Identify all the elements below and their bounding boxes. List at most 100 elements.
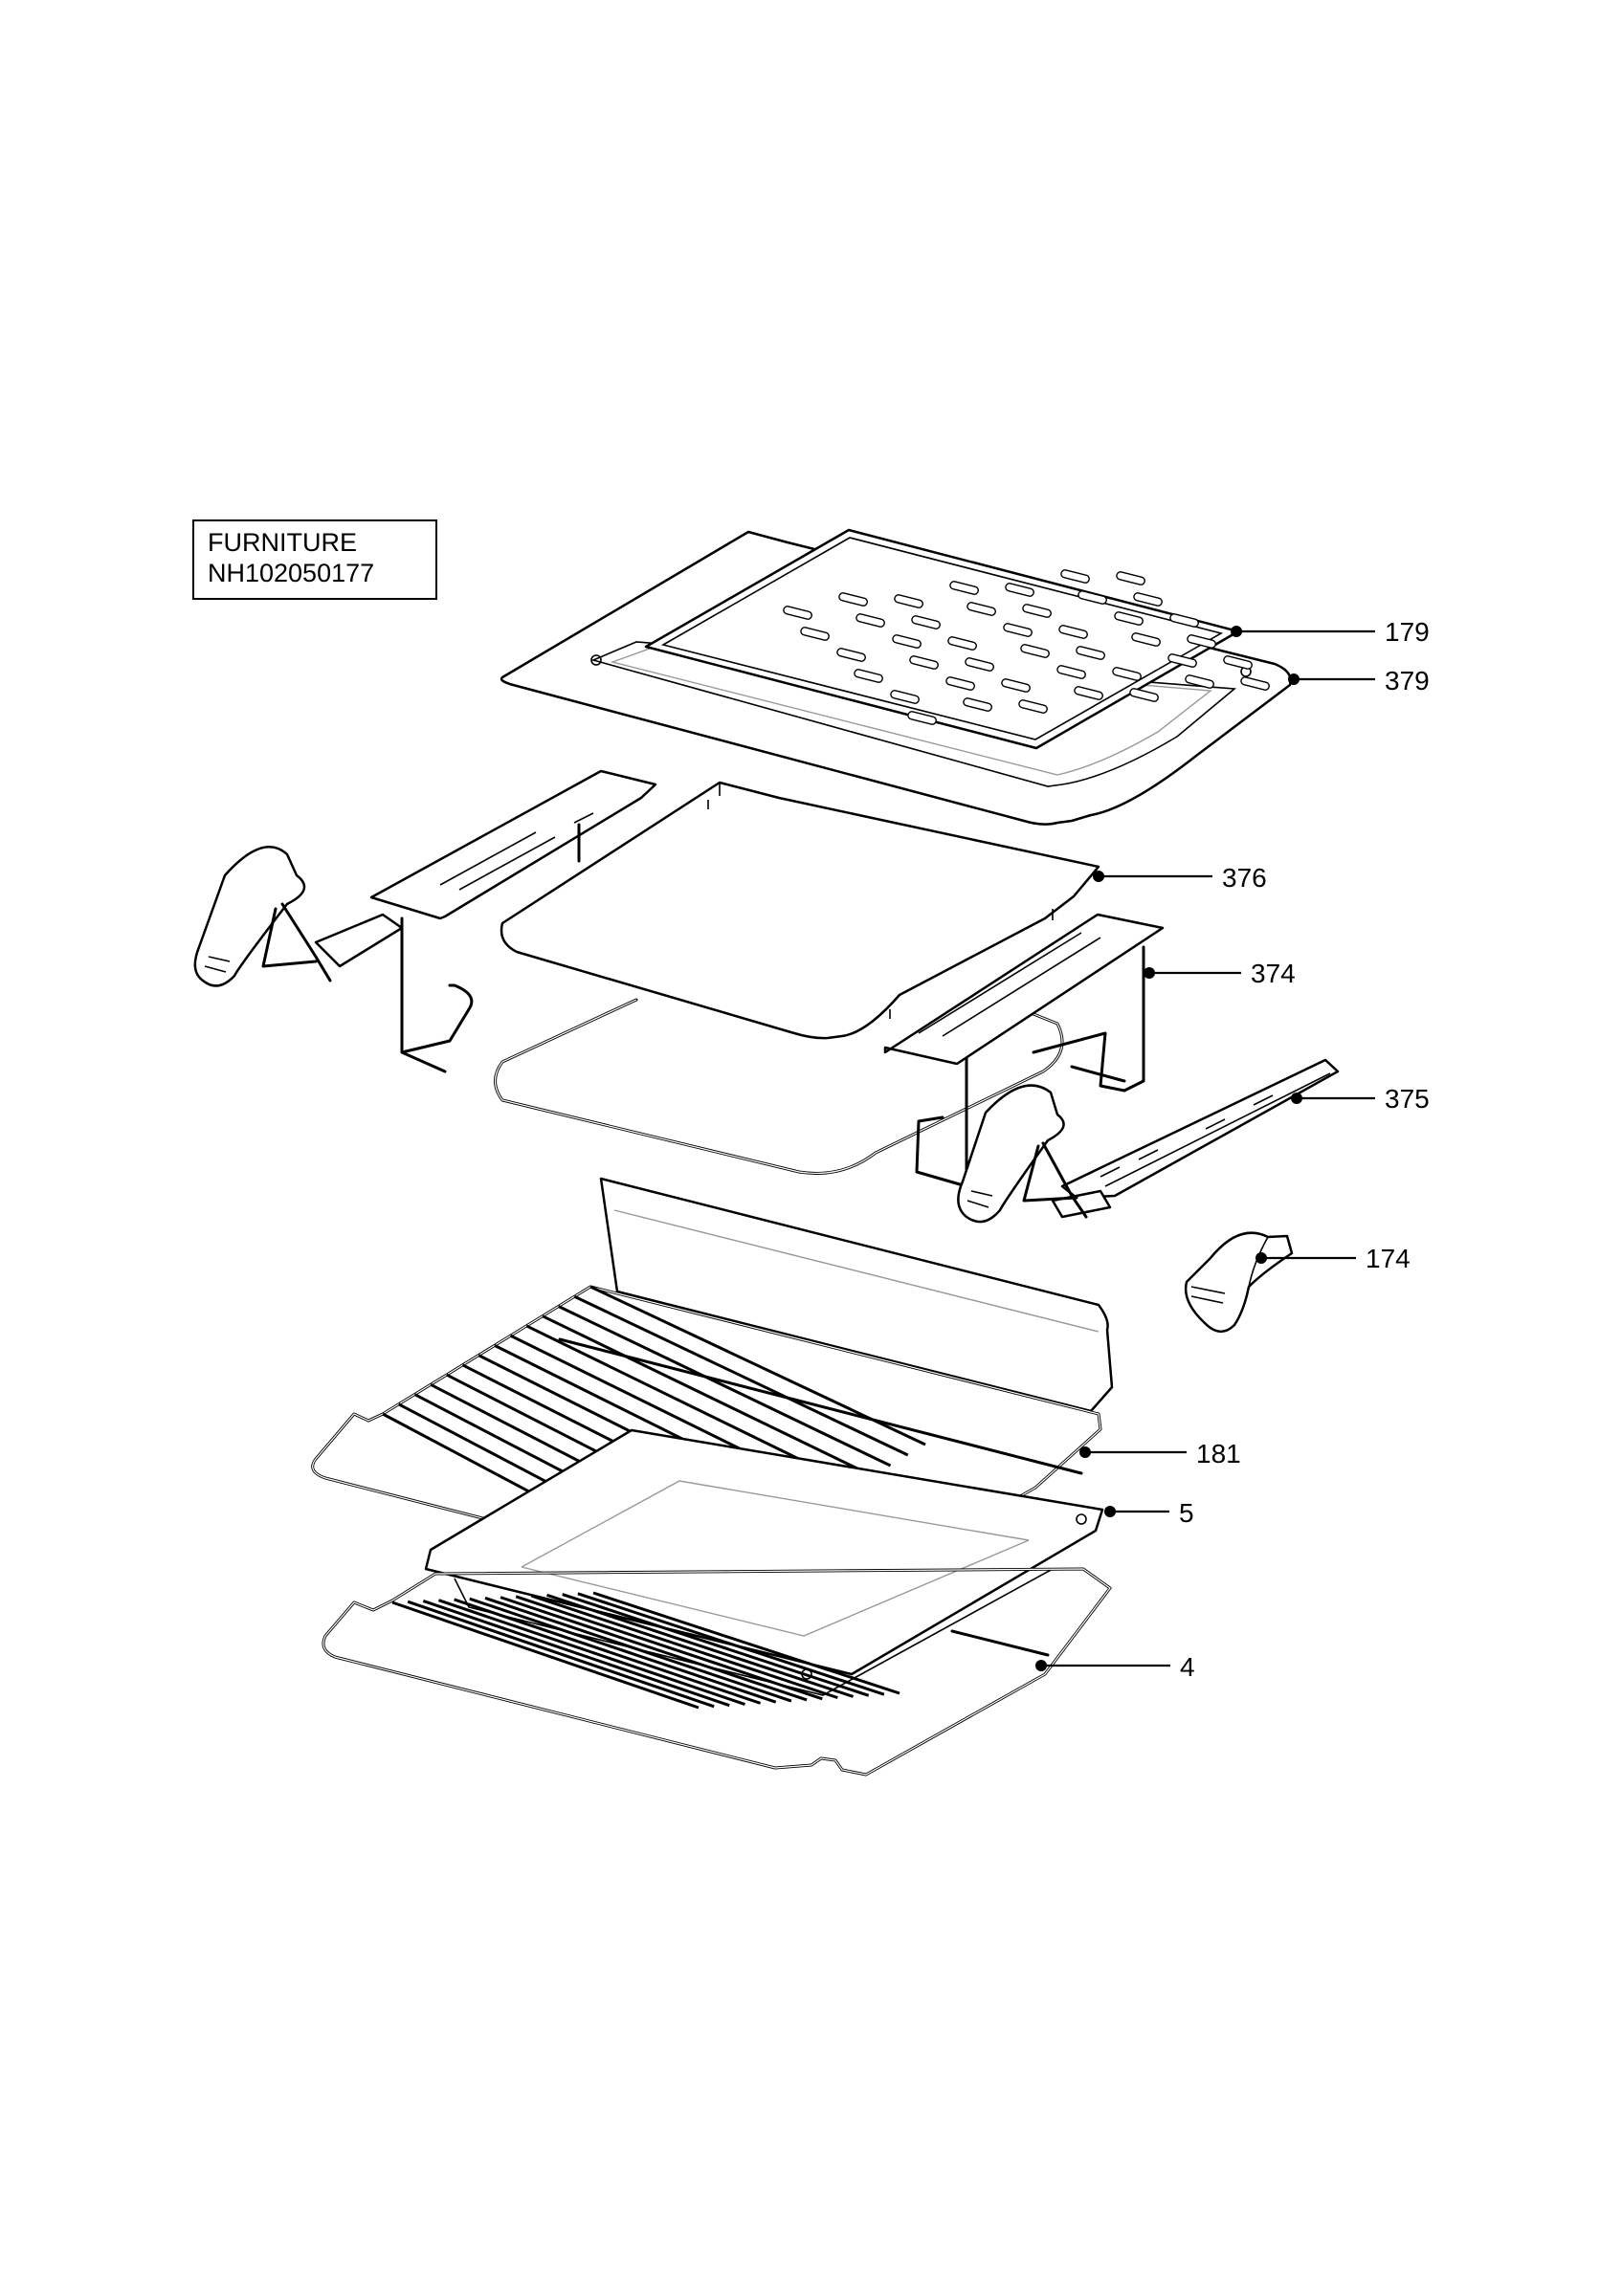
callout-374: 374 — [1144, 959, 1296, 988]
grill-slot — [1169, 613, 1199, 628]
grill-slot — [963, 697, 992, 712]
grill-slot — [1060, 569, 1090, 584]
callout-181: 181 — [1079, 1439, 1241, 1468]
callout-376: 376 — [1093, 863, 1267, 893]
part-clip-middle — [957, 1084, 1088, 1224]
grill-slot — [909, 655, 939, 670]
diagram-part-code: NH102050177 — [208, 559, 375, 587]
grill-slot — [945, 676, 975, 691]
grill-slot — [1240, 676, 1270, 691]
grill-slot — [907, 711, 937, 725]
lower-shelf-bar — [454, 1598, 762, 1705]
grill-slot — [1058, 625, 1088, 639]
callout-379: 379 — [1288, 666, 1430, 695]
callout-375: 375 — [1291, 1084, 1430, 1114]
grill-slot — [783, 606, 812, 620]
grill-slot — [1129, 688, 1159, 702]
part-174-clip-cover — [1184, 1231, 1294, 1333]
grill-slot — [836, 648, 866, 662]
lower-shelf-bars — [391, 1591, 900, 1710]
part-181-shelf-guard — [599, 1177, 1114, 1413]
callout-label-376: 376 — [1222, 863, 1267, 893]
callout-4: 4 — [1035, 1652, 1195, 1682]
part-179-grill-plate — [644, 528, 1270, 750]
part-rail-right-upper — [883, 913, 1165, 1066]
lower-shelf-bar — [484, 1596, 792, 1703]
grill-slot — [911, 615, 941, 629]
callout-174: 174 — [1255, 1244, 1411, 1273]
grill-slot — [1131, 632, 1161, 647]
grill-slot — [1116, 571, 1145, 585]
shelf-bar — [573, 1294, 909, 1457]
callout-label-179: 179 — [1385, 617, 1430, 647]
leader-dot-374 — [1144, 967, 1155, 979]
grill-slot — [1167, 653, 1197, 668]
lower-shelf-bar — [407, 1600, 715, 1709]
grill-slot — [1133, 592, 1163, 607]
grill-slot — [1018, 699, 1048, 714]
callout-label-181: 181 — [1196, 1439, 1241, 1468]
grill-slot — [894, 594, 923, 608]
grill-slot — [854, 669, 883, 683]
lower-shelf-bar — [577, 1592, 885, 1696]
callout-label-374: 374 — [1251, 959, 1296, 988]
callout-label-379: 379 — [1385, 666, 1430, 695]
leader-dot-181 — [1079, 1446, 1091, 1458]
grill-slot — [1003, 623, 1033, 637]
grill-slot — [1074, 686, 1103, 700]
shelf-bar — [542, 1314, 874, 1478]
callout-label-174: 174 — [1366, 1244, 1411, 1273]
leader-dot-376 — [1093, 871, 1104, 882]
grill-slot — [1185, 674, 1214, 689]
lower-shelf-bar — [530, 1594, 838, 1700]
part-376-flat-plate — [500, 781, 1100, 1040]
grill-slot — [890, 690, 920, 704]
lower-shelf-bar — [437, 1599, 745, 1706]
callout-179: 179 — [1231, 617, 1430, 647]
grill-slot — [855, 613, 885, 628]
part-rail-left — [314, 769, 657, 968]
leader-dot-174 — [1255, 1252, 1267, 1264]
grill-slot — [838, 592, 868, 607]
lower-shelf-bar — [500, 1596, 808, 1702]
grill-slot — [949, 581, 979, 595]
lower-shelf-bar — [391, 1601, 700, 1710]
grill-slot — [1022, 604, 1052, 618]
leader-dot-375 — [1291, 1093, 1302, 1104]
diagram-section-title: FURNITURE — [208, 528, 357, 557]
callout-layer: 179 379 376 374 375 174 — [1035, 617, 1430, 1682]
part-4-lower-wire-shelf — [322, 1567, 1112, 1777]
grill-slot — [965, 657, 994, 672]
grill-slot — [892, 634, 922, 649]
grill-slot — [800, 627, 830, 641]
part-375-side-rail — [1051, 1058, 1340, 1219]
grill-slot — [947, 636, 977, 651]
callout-label-4: 4 — [1180, 1652, 1195, 1682]
grill-slot — [1001, 678, 1031, 693]
grill-slot — [1076, 646, 1105, 660]
grill-slot — [1187, 634, 1216, 649]
grill-slot — [1112, 667, 1142, 681]
lower-shelf-bar — [469, 1597, 777, 1704]
grill-slot — [1056, 665, 1086, 679]
grill-slot — [1020, 644, 1050, 658]
callout-5: 5 — [1104, 1498, 1194, 1528]
leader-dot-379 — [1288, 673, 1300, 685]
leader-dot-179 — [1231, 626, 1242, 637]
leader-dot-5 — [1104, 1506, 1116, 1517]
lower-shelf-bar — [546, 1593, 855, 1698]
callout-label-5: 5 — [1179, 1498, 1194, 1528]
callout-label-375: 375 — [1385, 1084, 1430, 1114]
grill-slot — [1114, 611, 1144, 626]
leader-dot-4 — [1035, 1660, 1047, 1671]
lower-shelf-bar — [422, 1600, 730, 1708]
lower-shelf-bar — [515, 1595, 823, 1701]
grill-plate-slots — [783, 569, 1270, 725]
lower-shelf-bar — [592, 1591, 900, 1695]
part-clip-left — [193, 846, 332, 987]
grill-slot — [1078, 590, 1107, 605]
grill-slot — [967, 602, 996, 616]
shelf-bar — [557, 1305, 892, 1468]
grill-slot — [1223, 655, 1253, 670]
